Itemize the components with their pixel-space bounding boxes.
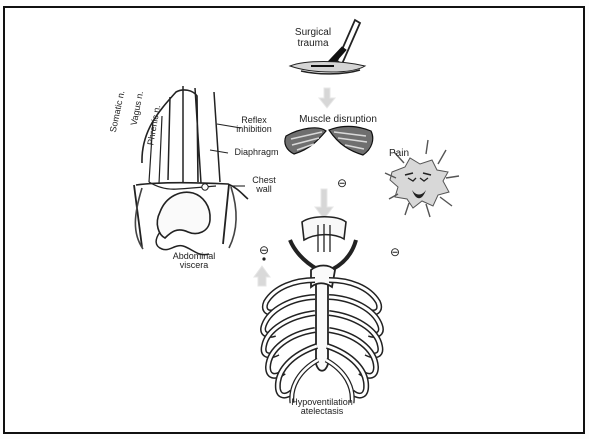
chest-wall-line2: wall [245,185,283,194]
minus-sign-center: ⊖ [336,177,348,190]
minus-sign-left: ⊖ [258,244,270,257]
chest-wall-label: Chest wall [245,176,283,195]
surgical-trauma-line2: trauma [286,39,340,50]
diaphragm-label: Diaphragm [231,148,282,157]
down-arrow-1 [319,88,335,108]
abdominal-viscera-label: Abdominal viscera [164,252,224,271]
abdominal-viscera-line2: viscera [164,261,224,270]
left-bullet-icon [262,257,265,260]
hypoventilation-label: Hypoventilation atelectasis [284,398,360,417]
hypoventilation-line2: atelectasis [284,407,360,416]
down-arrow-2 [315,189,333,219]
left-gray-arrow [254,266,270,286]
pain-label: Pain [386,149,412,160]
muscle-disruption-label: Muscle disruption [288,115,388,126]
ribcage-illustration [263,217,381,403]
reflex-inhibition-line2: inhibition [232,125,276,134]
surgical-trauma-label: Surgical trauma [286,28,340,49]
minus-sign-right: ⊖ [389,246,401,259]
surgical-trauma-line1: Surgical [286,28,340,39]
reflex-inhibition-label: Reflex inhibition [232,116,276,135]
muscle-disruption-illustration [285,126,373,155]
